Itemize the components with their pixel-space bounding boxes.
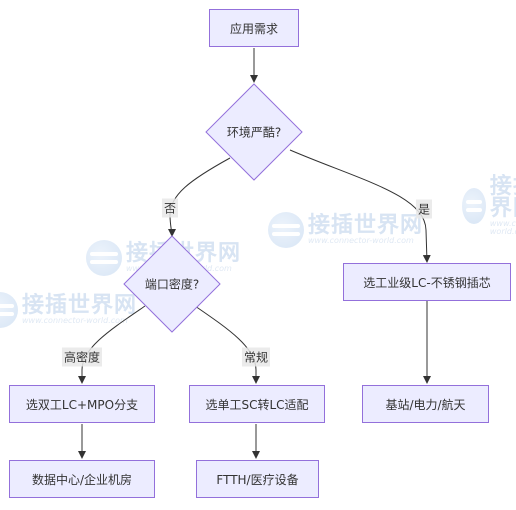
decision-port-shape bbox=[123, 235, 221, 333]
node-app-need: 应用需求 bbox=[209, 9, 299, 47]
node-industrial-lc-label: 选工业级LC-不锈钢插芯 bbox=[363, 275, 491, 290]
node-industrial-lc: 选工业级LC-不锈钢插芯 bbox=[343, 263, 511, 301]
edge-port-to-simplex bbox=[194, 305, 260, 384]
edge-label-yes: 是 bbox=[415, 199, 433, 219]
node-duplex-lc-mpo: 选双工LC+MPO分支 bbox=[9, 385, 155, 423]
edge-label-regular: 常规 bbox=[241, 347, 271, 367]
node-base-station-label: 基站/电力/航天 bbox=[385, 397, 466, 412]
edge-env-to-industrial bbox=[289, 149, 431, 263]
node-data-center: 数据中心/企业机房 bbox=[9, 460, 155, 498]
node-app-need-label: 应用需求 bbox=[229, 21, 278, 36]
node-ftth-medical: FTTH/医疗设备 bbox=[196, 460, 319, 498]
edge-port-to-duplex bbox=[78, 305, 146, 384]
node-simplex-sc-lc-label: 选单工SC转LC适配 bbox=[205, 397, 309, 412]
decision-port-label: 端口密度? bbox=[144, 277, 200, 292]
edge-label-high-density: 高密度 bbox=[61, 347, 103, 367]
node-simplex-sc-lc: 选单工SC转LC适配 bbox=[189, 385, 325, 423]
edge-label-no: 否 bbox=[161, 198, 179, 218]
decision-env-shape bbox=[205, 83, 303, 181]
node-ftth-medical-label: FTTH/医疗设备 bbox=[216, 472, 299, 487]
node-data-center-label: 数据中心/企业机房 bbox=[31, 472, 133, 487]
decision-env-label: 环境严酷? bbox=[226, 125, 282, 140]
node-base-station: 基站/电力/航天 bbox=[362, 385, 489, 423]
node-duplex-lc-mpo-label: 选双工LC+MPO分支 bbox=[25, 397, 139, 412]
edge-env-to-port bbox=[167, 157, 231, 237]
